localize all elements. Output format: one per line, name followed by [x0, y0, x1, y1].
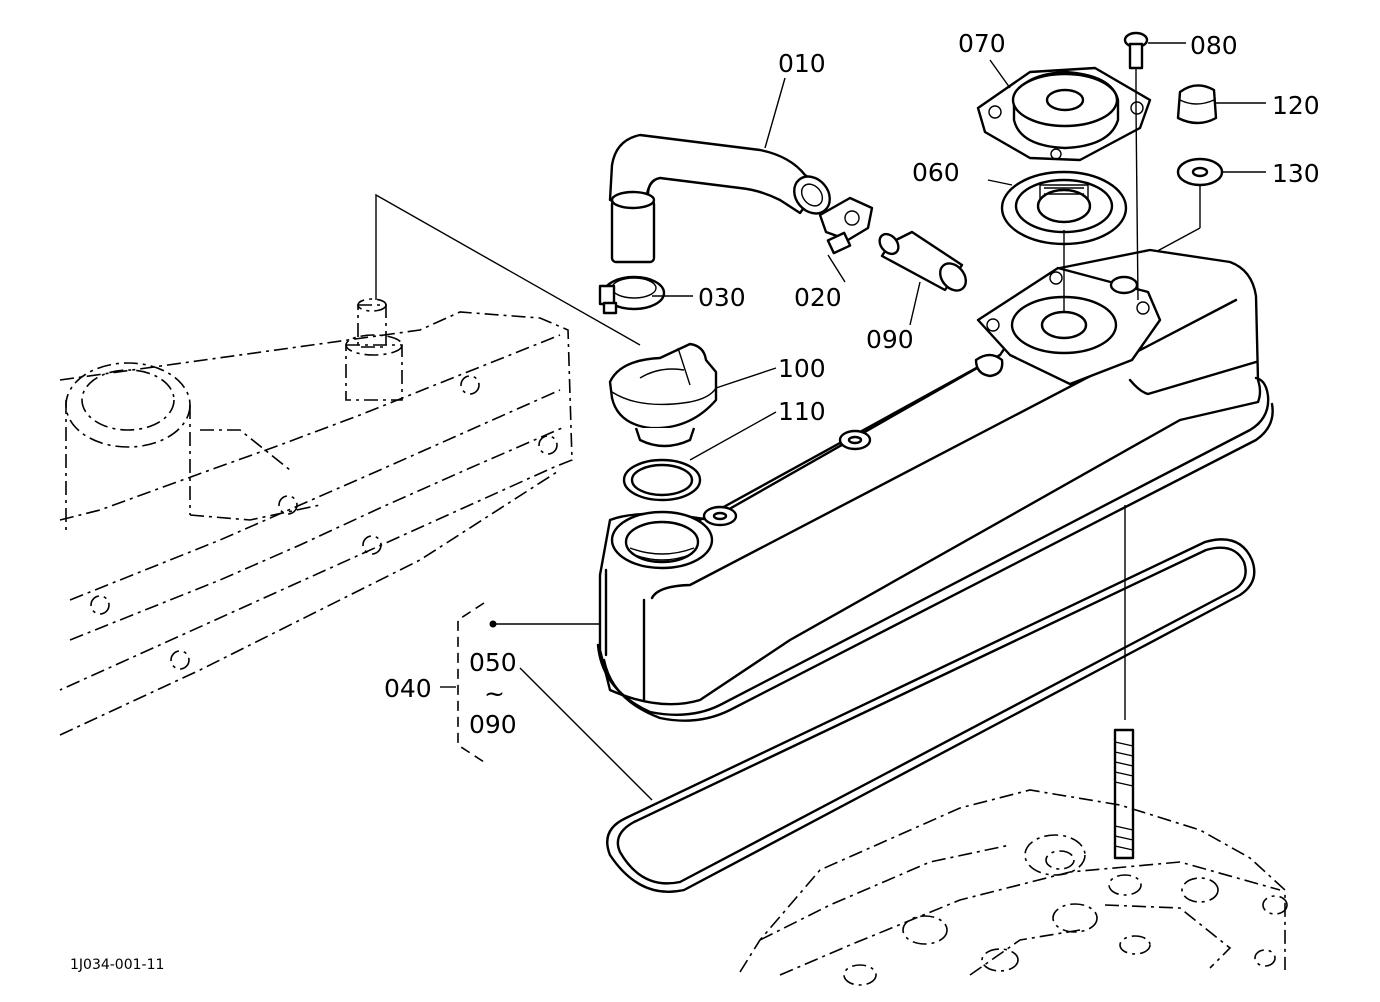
label-range-tilde: ~ — [484, 679, 505, 708]
label-020: 020 — [794, 283, 842, 312]
drawing-code: 1J034-001-11 — [70, 957, 164, 973]
label-010: 010 — [778, 49, 826, 78]
breather-pipe-090 — [878, 230, 968, 292]
stud-bolt — [1113, 728, 1135, 860]
breather-cover-070 — [976, 66, 1152, 162]
engine-head-reference — [59, 193, 641, 736]
label-100: 100 — [778, 354, 826, 383]
hose-clamp-030 — [598, 275, 666, 315]
label-070: 070 — [958, 29, 1006, 58]
cover-gasket-050 — [606, 538, 1256, 893]
screw-080 — [1123, 31, 1149, 108]
breather-hose-010 — [608, 133, 831, 264]
callout-labels: 010 020 030 040 050 ~ 090 060 070 080 09… — [70, 29, 1320, 973]
o-ring-110 — [622, 458, 702, 502]
label-120: 120 — [1272, 91, 1320, 120]
hose-clamp-020 — [818, 196, 874, 255]
label-060: 060 — [912, 158, 960, 187]
leader-lines — [440, 42, 1266, 801]
cap-nut-120 — [1176, 84, 1218, 125]
label-030: 030 — [698, 283, 746, 312]
label-090: 090 — [866, 325, 914, 354]
oil-filler-cap-100 — [608, 342, 718, 448]
cylinder-head-reference — [739, 789, 1288, 986]
seal-washer-130 — [1149, 157, 1224, 256]
label-050: 050 — [469, 648, 517, 677]
rocker-arm-cover — [596, 107, 1274, 722]
label-110: 110 — [778, 397, 826, 426]
label-090-range: 090 — [469, 710, 517, 739]
label-080: 080 — [1190, 31, 1238, 60]
label-040: 040 — [384, 674, 432, 703]
label-130: 130 — [1272, 159, 1320, 188]
